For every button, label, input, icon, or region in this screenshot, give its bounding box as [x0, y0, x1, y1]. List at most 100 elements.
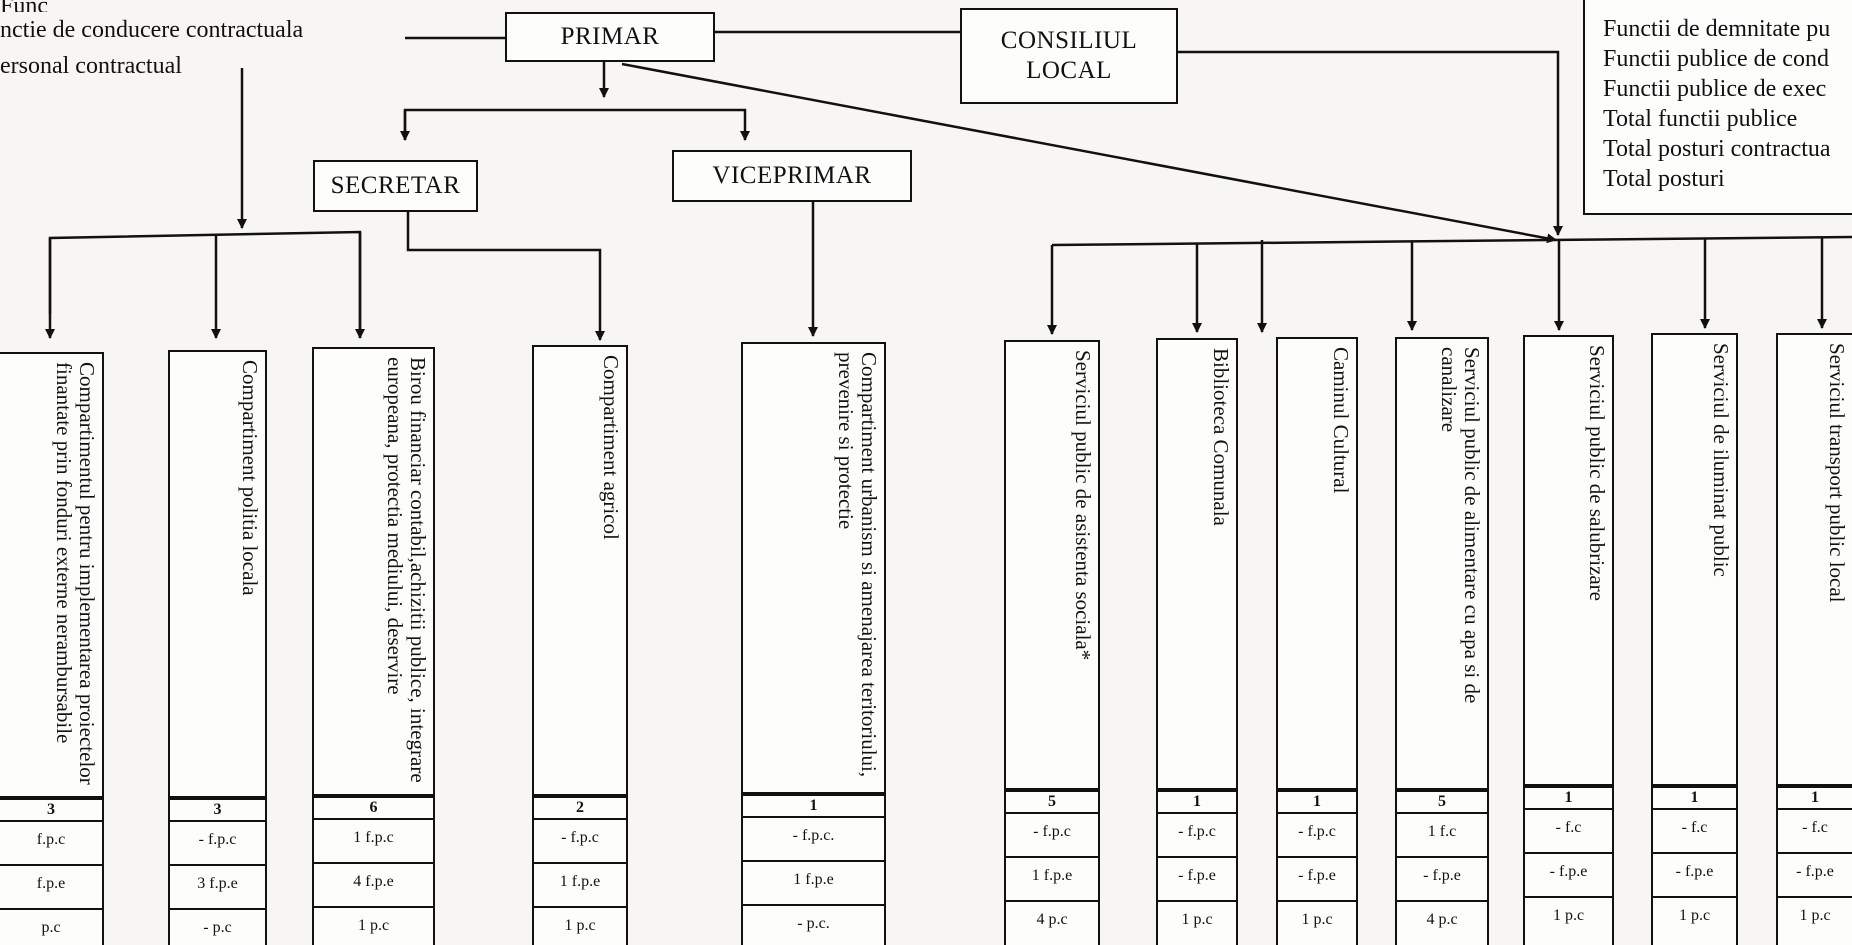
- department-total: 3: [47, 801, 55, 818]
- department-stat-row: - f.p.e: [1675, 863, 1714, 880]
- department-stat-row: 1 p.c: [1301, 911, 1333, 928]
- department-stat-row: - f.p.e: [1549, 863, 1588, 880]
- stats-divider: [1653, 896, 1736, 898]
- department-box: Serviciul transport public local: [1776, 333, 1852, 786]
- right-bus-line: [1051, 235, 1852, 247]
- department-stats: 5 1 f.c - f.p.e 4 p.c: [1395, 790, 1489, 945]
- stats-divider: [1006, 812, 1098, 814]
- department-box: Biblioteca Comunala: [1156, 338, 1238, 790]
- secretar-label: SECRETAR: [330, 172, 461, 199]
- department-title: Serviciul public de salubrizare: [1585, 345, 1609, 601]
- stats-divider: [170, 864, 265, 866]
- stats-divider: [0, 908, 102, 910]
- secretar-to-agricol-arrow: [406, 212, 605, 341]
- department-box: Compartiment politia locala: [168, 350, 267, 798]
- viceprimar-label: VICEPRIMAR: [712, 162, 872, 189]
- stats-divider: [170, 908, 265, 910]
- stats-divider: [1278, 900, 1356, 902]
- department-box: Serviciul de iluminat public: [1651, 333, 1738, 786]
- department-total: 2: [576, 799, 584, 816]
- department-stat-row: - f.c: [1802, 819, 1828, 836]
- legend-item: Total posturi: [1603, 166, 1725, 192]
- department-box: Caminul Cultural: [1276, 337, 1358, 790]
- consiliul-label-line-2: LOCAL: [1026, 57, 1112, 84]
- stats-divider: [1006, 900, 1098, 902]
- department-title: Compartiment agricol: [599, 355, 623, 540]
- department-stat-row: 1 f.p.e: [559, 873, 601, 890]
- stats-divider: [743, 816, 884, 818]
- stats-divider: [314, 906, 433, 908]
- consiliul-label-line-1: CONSILIUL: [1000, 27, 1138, 54]
- department-total: 1: [1564, 789, 1573, 806]
- stats-divider: [1278, 856, 1356, 858]
- department-stat-row: 1 f.c: [1427, 823, 1457, 840]
- stats-divider: [170, 820, 265, 822]
- stats-divider: [1158, 900, 1236, 902]
- department-stat-row: f.p.c: [36, 831, 66, 848]
- department-stat-row: 1 p.c: [564, 917, 596, 934]
- department-stat-row: - f.p.e: [1423, 867, 1461, 884]
- stats-divider: [1525, 808, 1612, 810]
- department-box: Compartimentul pentru implementarea proi…: [0, 352, 104, 798]
- stats-divider: [1397, 856, 1487, 858]
- department-stat-row: 1 p.c: [1181, 911, 1213, 928]
- department-total: 5: [1438, 793, 1446, 810]
- stats-divider: [314, 862, 433, 864]
- department-stat-row: 4 p.c: [1036, 911, 1068, 928]
- department-title: Biblioteca Comunala: [1209, 348, 1233, 526]
- department-stat-row: - f.p.c: [1033, 823, 1071, 840]
- department-stats: 1- f.p.c.1 f.p.e- p.c.: [741, 794, 886, 945]
- department-stat-row: 1 p.c: [1552, 907, 1585, 924]
- primar-box: PRIMAR: [505, 12, 715, 62]
- stats-divider: [534, 818, 626, 820]
- stats-divider: [743, 904, 884, 906]
- department-total: 1: [1811, 789, 1819, 806]
- department-stat-row: - p.c: [203, 919, 232, 936]
- department-stat-row: 4 p.c: [1426, 911, 1458, 928]
- department-total: 1: [1313, 793, 1321, 810]
- department-stat-row: - p.c.: [797, 915, 830, 932]
- department-stat-row: 1 p.c: [1799, 907, 1831, 924]
- department-box: Serviciul public de salubrizare: [1523, 335, 1614, 786]
- legend-left-line: ersonal contractual: [0, 53, 182, 79]
- department-title: Serviciul de iluminat public: [1709, 343, 1733, 577]
- department-stat-row: - f.p.c: [198, 831, 237, 848]
- department-stat-row: - f.p.c.: [792, 827, 835, 844]
- legend-item: Total functii publice: [1603, 106, 1798, 132]
- department-stat-row: f.p.e: [36, 875, 66, 892]
- department-box: Compartiment urbanism si amenajarea teri…: [741, 342, 886, 794]
- primar-split-line: [403, 108, 750, 141]
- department-box: Compartiment agricol: [532, 345, 628, 796]
- department-title: Compartiment urbanism si amenajarea teri…: [834, 352, 881, 778]
- stats-divider: [1158, 812, 1236, 814]
- department-stat-row: 3 f.p.e: [197, 875, 238, 892]
- department-stat-row: 4 f.p.e: [353, 873, 394, 890]
- stats-divider: [1158, 856, 1236, 858]
- primar-label: PRIMAR: [560, 23, 660, 50]
- department-stat-row: 1 f.p.c: [353, 829, 394, 846]
- stats-divider: [1653, 852, 1736, 854]
- department-total: 1: [1690, 789, 1699, 806]
- legend-item: Functii publice de exec: [1603, 76, 1827, 102]
- stats-divider: [1525, 896, 1612, 898]
- stats-divider: [0, 820, 102, 822]
- department-total: 6: [369, 799, 378, 816]
- legend-item: Total posturi contractua: [1603, 136, 1831, 162]
- stats-divider: [1778, 896, 1852, 898]
- department-stat-row: 1 f.p.e: [1031, 867, 1073, 884]
- stats-divider: [534, 862, 626, 864]
- legend-left: Func nctie de conducere contractuala ers…: [0, 0, 303, 84]
- legend-right: Functii de demnitate pu Functii publice …: [1583, 0, 1852, 215]
- department-title: Serviciul public de alimentare cu apa si…: [1437, 347, 1484, 704]
- legend-left-line: nctie de conducere contractuala: [0, 17, 304, 43]
- department-title: Caminul Cultural: [1329, 347, 1353, 494]
